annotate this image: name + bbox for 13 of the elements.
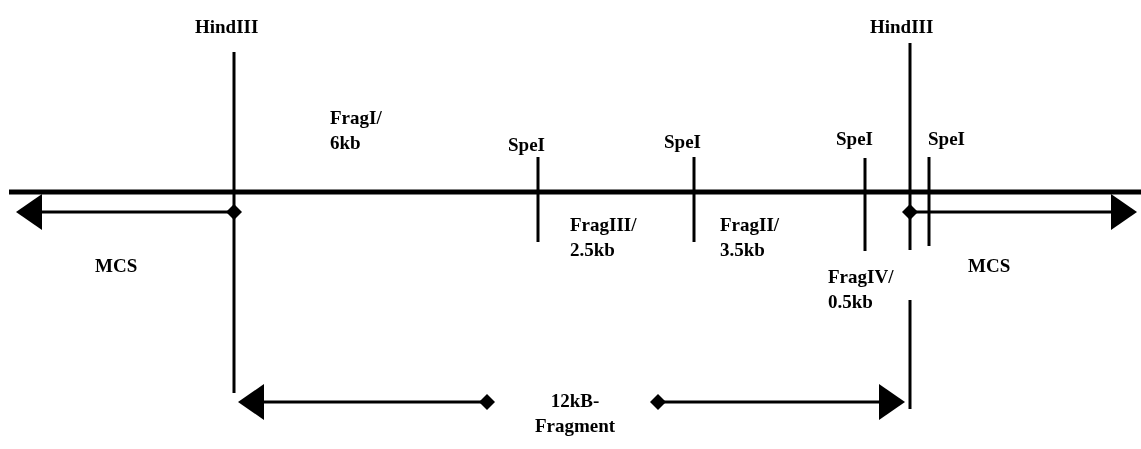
restriction-site-label: SpeI: [664, 130, 701, 154]
fragment-label: FragIII/ 2.5kb: [570, 213, 638, 262]
restriction-site-label: SpeI: [836, 127, 873, 151]
restriction-site-label: SpeI: [508, 133, 545, 157]
fragment-label: FragIV/ 0.5kb: [828, 265, 895, 314]
fragment-label: FragII/ 3.5kb: [720, 213, 781, 262]
fragment-label: FragI/ 6kb: [330, 106, 383, 155]
region-label: MCS: [968, 254, 1011, 278]
region-label: MCS: [95, 254, 138, 278]
restriction-site-label: HindIII: [870, 15, 934, 39]
fragment-label: 12kB-Fragment: [533, 389, 617, 438]
restriction-site-label: HindIII: [195, 15, 259, 39]
restriction-site-label: SpeI: [928, 127, 965, 151]
